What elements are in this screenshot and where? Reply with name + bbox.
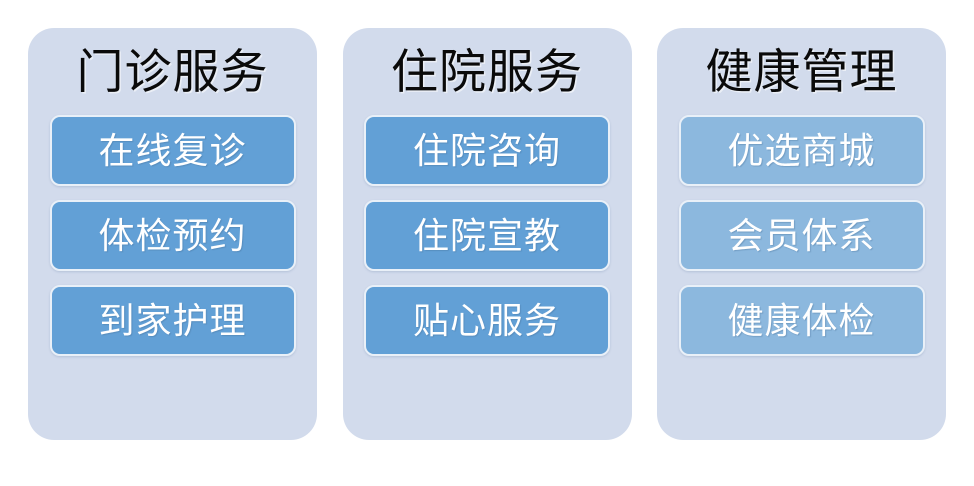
button-label: 健康体检 [727,300,876,341]
button-label: 住院宣教 [412,215,561,256]
button-home-nursing[interactable]: 到家护理 [49,285,296,357]
button-considerate-service[interactable]: 贴心服务 [364,285,610,357]
button-health-checkup[interactable]: 健康体检 [678,285,925,357]
button-checkup-appointment[interactable]: 体检预约 [49,200,296,272]
button-label: 在线复诊 [98,130,247,171]
button-membership-system[interactable]: 会员体系 [678,200,925,272]
button-label: 住院咨询 [412,130,561,171]
button-label: 会员体系 [727,215,876,256]
button-online-revisit[interactable]: 在线复诊 [49,115,296,187]
button-list-outpatient: 在线复诊 体检预约 到家护理 [44,115,301,357]
button-label: 优选商城 [727,130,876,171]
service-card-outpatient: 门诊服务 在线复诊 体检预约 到家护理 [28,28,317,440]
button-list-inpatient: 住院咨询 住院宣教 贴心服务 [359,115,616,357]
button-label: 贴心服务 [412,300,561,341]
button-inpatient-education[interactable]: 住院宣教 [364,200,610,272]
card-title-inpatient: 住院服务 [391,47,583,99]
service-columns: 门诊服务 在线复诊 体检预约 到家护理 住院服务 住院咨询 [28,28,946,440]
card-title-health-management: 健康管理 [705,47,898,99]
card-title-outpatient: 门诊服务 [76,47,269,99]
service-card-inpatient: 住院服务 住院咨询 住院宣教 贴心服务 [342,28,632,440]
service-card-health-management: 健康管理 优选商城 会员体系 健康体检 [657,28,946,440]
button-preferred-mall[interactable]: 优选商城 [678,115,925,187]
button-label: 到家护理 [98,300,247,341]
button-list-health-management: 优选商城 会员体系 健康体检 [673,115,930,357]
button-inpatient-consultation[interactable]: 住院咨询 [364,115,610,187]
button-label: 体检预约 [98,215,247,256]
